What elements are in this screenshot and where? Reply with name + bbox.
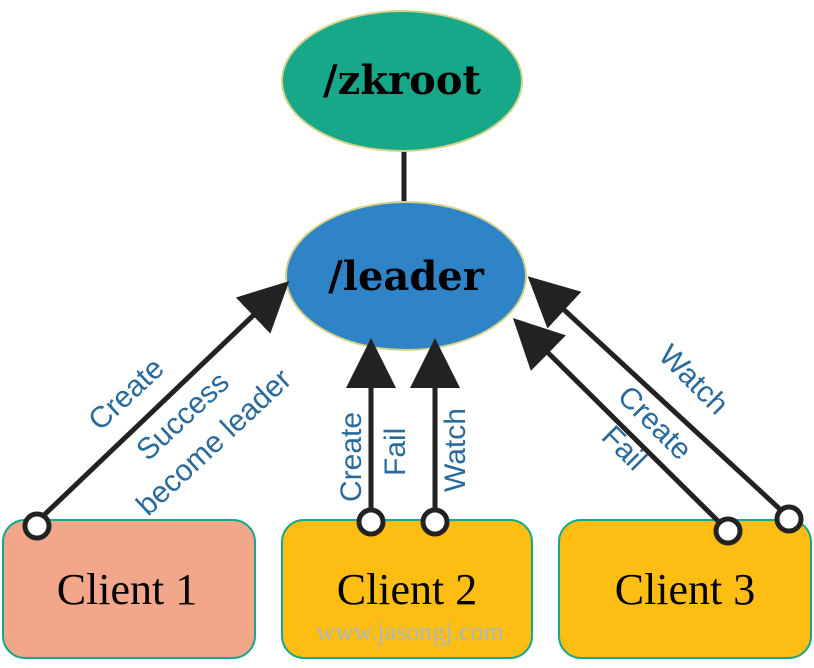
client-3-box: Client 3 (558, 519, 812, 659)
zkroot-node: /zkroot (281, 10, 523, 152)
client-3-create-arrow (512, 317, 723, 526)
client-3-create-origin (713, 516, 743, 546)
client-2-create-origin (356, 507, 386, 537)
watermark-text: www.jasongj.com (316, 617, 504, 646)
client-2-box: Client 2 (281, 519, 533, 659)
leader-label: /leader (328, 253, 485, 300)
client-2-watch-text: Watch (439, 408, 472, 492)
client-3-label: Client 3 (615, 565, 756, 614)
leader-node: /leader (285, 201, 527, 351)
client-1-box: Client 1 (2, 519, 256, 659)
client-1-label: Client 1 (57, 565, 198, 614)
client-1-create-arrow (40, 281, 290, 519)
zkroot-label: /zkroot (323, 57, 481, 104)
leader-ellipse (285, 201, 527, 351)
client-2-watch-origin (420, 507, 450, 537)
client-2-label: Client 2 (337, 565, 478, 614)
client-3-watch-arrow (527, 276, 785, 514)
client-2-create-text: Create (335, 412, 368, 502)
client-2-fail-text: Fail (379, 428, 412, 476)
client-3-watch-origin (774, 504, 804, 534)
client-1-create-origin (22, 511, 52, 541)
zkroot-ellipse (281, 10, 523, 152)
